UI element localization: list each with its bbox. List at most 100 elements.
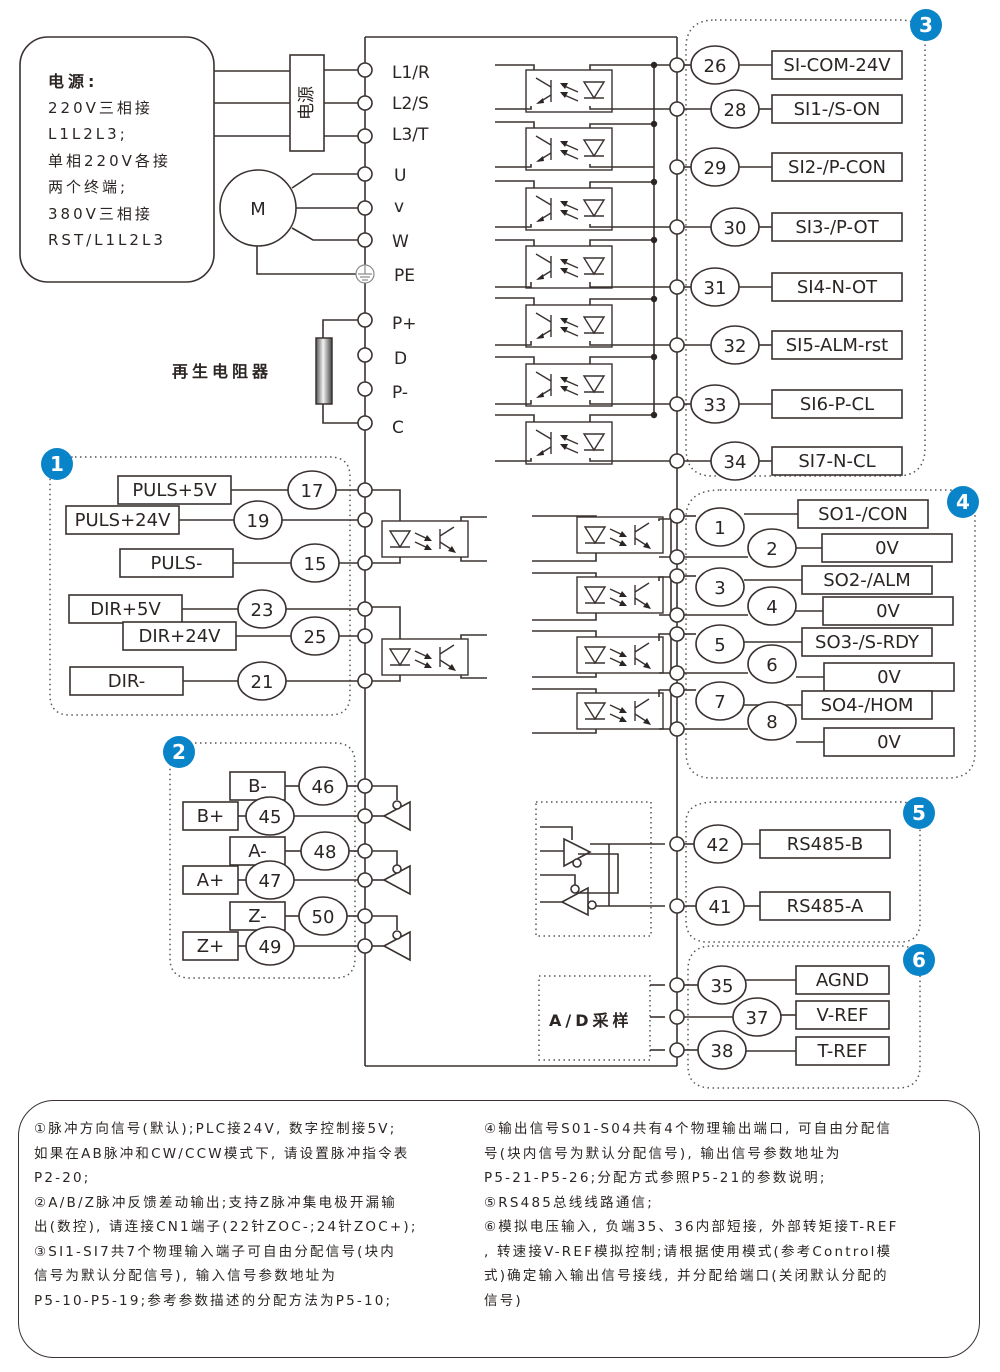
signal-label: T-REF — [816, 1041, 867, 1062]
power-block-label: 电源 — [297, 86, 317, 120]
pulse-opto-wiring — [372, 489, 487, 682]
pin-number: 26 — [704, 56, 727, 77]
rs485-transceiver — [540, 826, 665, 917]
signal-label-box — [68, 594, 183, 624]
pin-number: 17 — [301, 481, 324, 502]
signal-label-box — [795, 1036, 890, 1066]
note-line: P5-21-P5-26;分配方式参照P5-21的参数说明; — [484, 1170, 827, 1186]
signal-label: DIR+24V — [139, 626, 222, 647]
note-line: P2-20; — [34, 1170, 91, 1186]
terminal-label: D — [394, 349, 407, 369]
signal-label: 0V — [877, 732, 901, 753]
pulse-optocouplers — [381, 520, 469, 676]
terminal-L2S — [357, 95, 373, 111]
terminal — [669, 607, 685, 623]
terminal-Pplus — [357, 312, 373, 328]
signal-label: SI3-/P-OT — [795, 217, 879, 238]
signal-row-section2: 47A+ — [182, 860, 373, 900]
terminal — [669, 568, 685, 584]
signal-label-box — [182, 931, 239, 961]
signal-label: SI-COM-24V — [783, 55, 891, 76]
terminal-label: C — [392, 418, 404, 438]
section6-frame — [687, 945, 921, 1089]
pin-number: 35 — [711, 976, 734, 997]
note-line: 信号) — [484, 1292, 523, 1309]
signal-row-section2: 48A- — [229, 831, 373, 871]
signal-label: SI5-ALM-rst — [786, 335, 889, 356]
pin-number: 41 — [709, 897, 732, 918]
note-line: 式)确定输入输出信号接线, 并分配给端口(关闭默认分配的 — [484, 1268, 889, 1284]
signal-label: PULS- — [151, 553, 203, 574]
terminal — [669, 508, 685, 524]
signal-label: SI7-N-CL — [798, 451, 875, 472]
terminal-L1R — [357, 62, 373, 78]
terminal-U — [357, 166, 373, 182]
power-note-box — [19, 36, 215, 283]
pin-number-oval — [710, 89, 760, 129]
pin-number: 23 — [251, 600, 274, 621]
pin-number: 5 — [714, 635, 725, 656]
signal-row-section2: 50Z- — [229, 896, 373, 936]
pin-number: 2 — [766, 539, 777, 560]
terminal — [669, 682, 685, 698]
note-line: 出(数控), 请连接CN1端子(22针ZOC-;24针ZOC+); — [34, 1219, 418, 1235]
note-line: ⑥模拟电压输入, 负端35、36内部短接, 外部转矩接T-REF — [484, 1219, 899, 1235]
pin-number-oval — [710, 325, 760, 365]
pin-number-oval — [732, 997, 782, 1037]
pin-number: 38 — [711, 1041, 734, 1062]
pin-number-oval — [695, 886, 745, 926]
pin-number: 49 — [259, 937, 282, 958]
power-note-line: 两个终端; — [48, 178, 128, 196]
signal-label-box — [771, 152, 903, 182]
signal-label-box — [801, 690, 933, 720]
output-opto-wiring — [532, 515, 672, 734]
terminal-label: W — [392, 232, 409, 252]
pin-number-oval — [233, 500, 283, 540]
notes-box — [18, 1100, 980, 1358]
pin-number-oval — [695, 567, 745, 607]
terminal — [669, 57, 685, 73]
signal-label: 0V — [876, 601, 900, 622]
signal-row-section5: 41 RS485-A — [669, 886, 891, 926]
power-note-line: 380V三相接 — [48, 205, 153, 223]
pin-number-oval — [697, 965, 747, 1005]
signal-label-box — [771, 389, 903, 419]
signal-label-box — [771, 212, 903, 242]
signal-label: 0V — [875, 538, 899, 559]
signal-label: Z+ — [197, 936, 224, 957]
terminal — [669, 219, 685, 235]
signal-label: RS485-A — [787, 896, 864, 917]
note-line: ⑤RS485总线线路通信; — [484, 1194, 654, 1211]
pin-number-oval — [690, 45, 740, 85]
pin-number-oval — [710, 207, 760, 247]
pin-number: 21 — [251, 672, 274, 693]
signal-label-box — [229, 901, 286, 931]
terminal-label: v — [394, 197, 404, 217]
signal-label-box — [797, 499, 929, 529]
pin-number-oval — [747, 644, 797, 684]
terminal — [669, 626, 685, 642]
signal-row-section2: 46B- — [229, 766, 373, 806]
terminal — [357, 872, 373, 888]
terminal-label: PE — [394, 266, 415, 286]
signal-label: SI1-/S-ON — [794, 99, 881, 120]
signal-row-section1: 17 PULS+5V — [117, 470, 373, 510]
pin-number-oval — [695, 681, 745, 721]
terminal — [357, 843, 373, 859]
signal-label-box — [771, 272, 903, 302]
pin-number-oval — [298, 896, 348, 936]
signal-label: SI2-/P-CON — [788, 157, 886, 178]
pin-number-oval — [747, 701, 797, 741]
motor-label: M — [250, 199, 266, 220]
signal-label-box — [801, 627, 933, 657]
pin-number: 6 — [766, 655, 777, 676]
pin-number-oval — [290, 543, 340, 583]
signal-label: PULS+5V — [132, 480, 217, 501]
terminal — [669, 337, 685, 353]
signal-label-box — [822, 596, 954, 626]
section-badge-3: 3 — [910, 9, 942, 41]
